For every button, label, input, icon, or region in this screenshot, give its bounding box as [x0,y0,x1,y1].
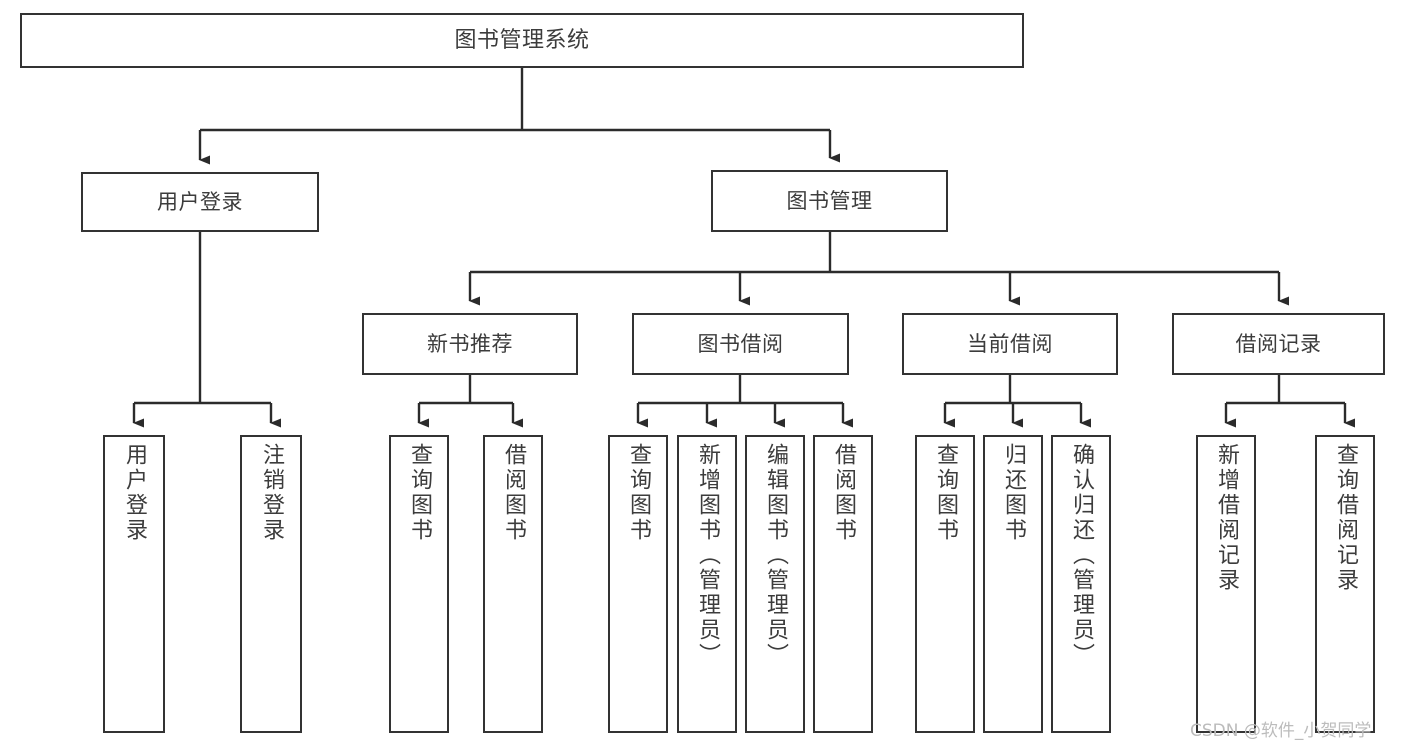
watermark-csdn: CSDN @软件_小贺同学 [1190,721,1372,741]
node-current-borrow[interactable]: 当前借阅 [902,313,1118,375]
node-root-system[interactable]: 图书管理系统 [20,13,1024,68]
node-leaf-logout[interactable]: 注销登录 [240,435,302,733]
node-new-book-recommend[interactable]: 新书推荐 [362,313,578,375]
node-borrow-records-label: 借阅记录 [1235,331,1322,356]
connector-login-to-leaves [132,232,281,428]
node-leaf-borrow-book-new[interactable]: 借阅图书 [483,435,543,733]
node-user-login-label: 用户登录 [157,189,243,214]
node-leaf-label: 借阅图书 [830,443,856,543]
node-leaf-edit-book-admin[interactable]: 编辑图书（管理员） [745,435,805,733]
connector-records-to-leaves [1224,375,1355,428]
node-leaf-label: 查询图书 [932,443,958,543]
node-leaf-add-borrow-record[interactable]: 新增借阅记录 [1196,435,1256,733]
node-leaf-label: 确认归还（管理员） [1068,443,1094,668]
node-leaf-return-book[interactable]: 归还图书 [983,435,1043,733]
node-user-login[interactable]: 用户登录 [81,172,319,232]
node-book-management[interactable]: 图书管理 [711,170,948,232]
node-root-label: 图书管理系统 [454,27,590,53]
node-leaf-label: 注销登录 [258,443,284,543]
node-leaf-label: 新增图书（管理员） [694,443,720,668]
node-leaf-label: 借阅图书 [500,443,526,543]
connector-current-to-leaves [943,375,1091,428]
node-current-borrow-label: 当前借阅 [967,331,1053,356]
node-leaf-query-borrow-record[interactable]: 查询借阅记录 [1315,435,1375,733]
node-leaf-label: 用户登录 [121,443,147,543]
node-leaf-user-login[interactable]: 用户登录 [103,435,165,733]
node-leaf-label: 查询图书 [625,443,651,543]
node-leaf-confirm-return-admin[interactable]: 确认归还（管理员） [1051,435,1111,733]
node-leaf-query-book-current[interactable]: 查询图书 [915,435,975,733]
connector-borrow-to-leaves [636,375,853,428]
node-leaf-label: 新增借阅记录 [1213,443,1239,593]
connector-newbook-to-leaves [417,375,523,428]
node-leaf-add-book-admin[interactable]: 新增图书（管理员） [677,435,737,733]
node-borrow-records[interactable]: 借阅记录 [1172,313,1385,375]
connector-root-to-level1 [198,68,840,165]
connector-bookmgmt-to-level2 [468,232,1289,306]
node-leaf-query-book-new[interactable]: 查询图书 [389,435,449,733]
node-leaf-borrow-book[interactable]: 借阅图书 [813,435,873,733]
node-leaf-label: 归还图书 [1000,443,1026,543]
node-leaf-label: 编辑图书（管理员） [762,443,788,668]
node-new-book-recommend-label: 新书推荐 [427,331,513,356]
node-leaf-query-book-borrow[interactable]: 查询图书 [608,435,668,733]
node-book-management-label: 图书管理 [786,188,873,213]
node-book-borrow[interactable]: 图书借阅 [632,313,849,375]
node-leaf-label: 查询借阅记录 [1332,443,1358,593]
node-leaf-label: 查询图书 [406,443,432,543]
node-book-borrow-label: 图书借阅 [697,331,784,356]
